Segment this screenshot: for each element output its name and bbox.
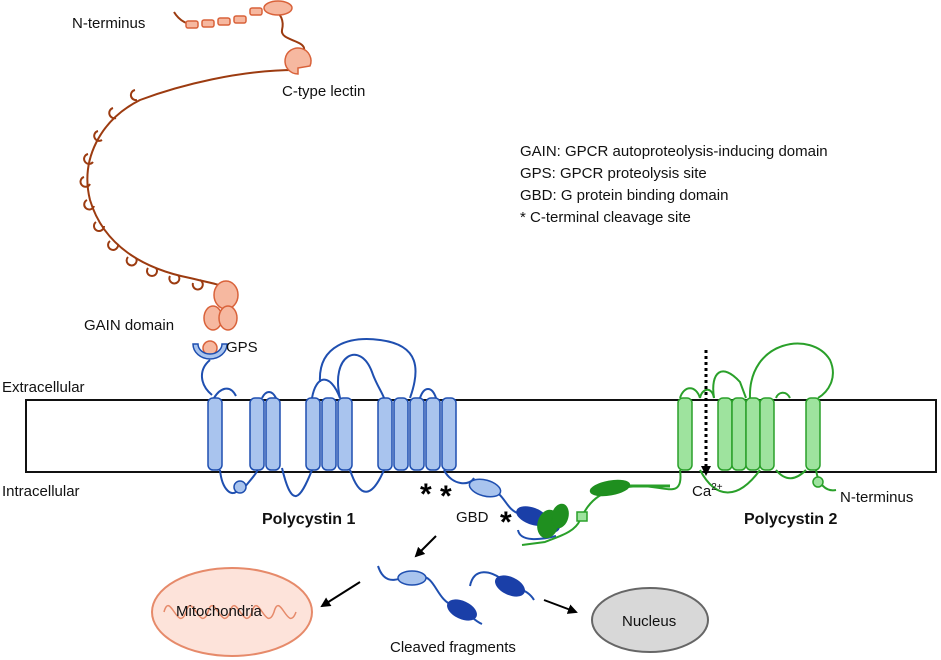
- cleaved-fragments: Cleaved fragments: [377, 565, 535, 656]
- cleavage-asterisk-icon: *: [440, 480, 452, 513]
- arrow-icon: [543, 599, 578, 614]
- legend: GAIN: GPCR autoproteolysis-inducing doma…: [520, 143, 828, 226]
- cell-membrane: [25, 399, 937, 473]
- pc1-loop-bead: [233, 480, 247, 494]
- polycystin-1-label: Polycystin 1: [262, 511, 355, 528]
- cleaved-fragments-label: Cleaved fragments: [390, 639, 516, 656]
- gps-label: GPS: [226, 339, 258, 356]
- gbd-domain: [468, 478, 502, 498]
- intracellular-label: Intracellular: [2, 483, 80, 500]
- nucleus-label: Nucleus: [622, 613, 676, 630]
- pc2-c-terminal-box: [576, 511, 588, 522]
- polycystin-2-label: Polycystin 2: [744, 511, 837, 528]
- c-type-lectin-label: C-type lectin: [282, 83, 365, 100]
- arrow-icon: [414, 535, 437, 558]
- legend-item: GPS: GPCR proteolysis site: [520, 165, 707, 182]
- legend-item: * C-terminal cleavage site: [520, 209, 691, 226]
- mitochondria-label: Mitochondria: [176, 603, 263, 620]
- pc2-coiled-coil: [537, 479, 631, 539]
- cleavage-asterisk-icon: *: [420, 478, 432, 511]
- extracellular-label: Extracellular: [2, 379, 85, 396]
- gbd-label: GBD: [456, 509, 489, 526]
- pc1-extracellular-chain: [79, 7, 306, 291]
- chain-loops: [79, 89, 204, 291]
- gain-domain: [202, 280, 239, 356]
- gps-site: [192, 343, 228, 360]
- c-type-lectin-domain: [284, 47, 312, 75]
- ca-label: Ca2+: [692, 482, 723, 500]
- cleavage-asterisk-icon: *: [500, 506, 512, 539]
- gain-domain-label: GAIN domain: [84, 317, 174, 334]
- legend-item: GAIN: GPCR autoproteolysis-inducing doma…: [520, 143, 828, 160]
- pc1-helices: [207, 397, 457, 471]
- pc2-n-terminus-label: N-terminus: [840, 489, 913, 506]
- mitochondria: Mitochondria: [151, 567, 313, 657]
- arrow-icon: [320, 581, 361, 608]
- pc2-n-terminal-bead: [812, 476, 824, 488]
- nucleus: Nucleus: [591, 587, 709, 653]
- n-terminal-beads: [185, 0, 293, 29]
- legend-item: GBD: G protein binding domain: [520, 187, 728, 204]
- pc2-helices: [677, 397, 821, 471]
- n-terminus-label: N-terminus: [72, 15, 145, 32]
